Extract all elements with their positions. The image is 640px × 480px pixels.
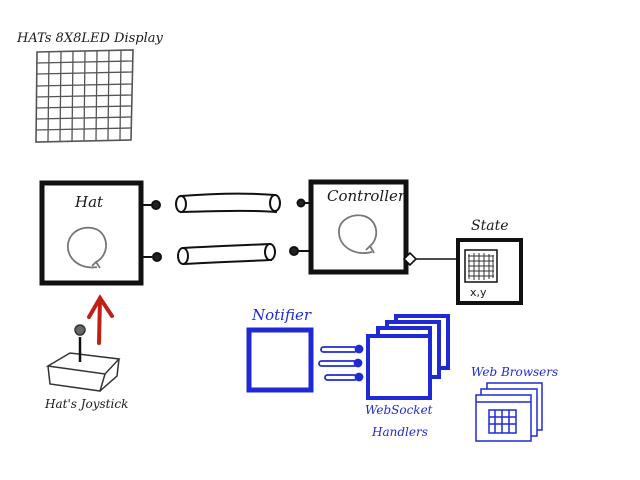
notifier-label: Notifier <box>252 306 312 324</box>
controller-cycle-icon <box>338 214 378 254</box>
notifier-connectors <box>318 344 364 382</box>
led-display-grid <box>35 49 134 143</box>
web-browsers-icon <box>475 382 543 442</box>
controller-state-link <box>402 251 458 267</box>
state-coords-label: x,y <box>470 286 487 299</box>
pipe-top <box>175 192 281 214</box>
state-label: State <box>471 218 509 234</box>
hat-cycle-icon <box>67 226 107 269</box>
state-grid-icon <box>468 253 494 280</box>
web-browsers-label: Web Browsers <box>471 365 559 379</box>
hat-label: Hat <box>75 193 104 211</box>
websocket-label-line1: WebSocket <box>365 403 433 417</box>
led-display-label: HATs 8X8LED Display <box>17 31 163 46</box>
joystick-label: Hat's Joystick <box>45 397 129 411</box>
pipe-bottom <box>177 242 276 266</box>
notifier-box <box>246 327 314 393</box>
controller-box <box>308 179 409 275</box>
hat-box <box>39 180 144 286</box>
hat-connectors <box>141 200 162 262</box>
websocket-handlers-stack <box>366 314 450 400</box>
joystick-icon <box>45 324 121 392</box>
controller-label: Controller <box>327 187 406 205</box>
state-box <box>456 238 523 305</box>
joystick-arrow <box>87 294 114 345</box>
websocket-label-line2: Handlers <box>372 425 428 439</box>
